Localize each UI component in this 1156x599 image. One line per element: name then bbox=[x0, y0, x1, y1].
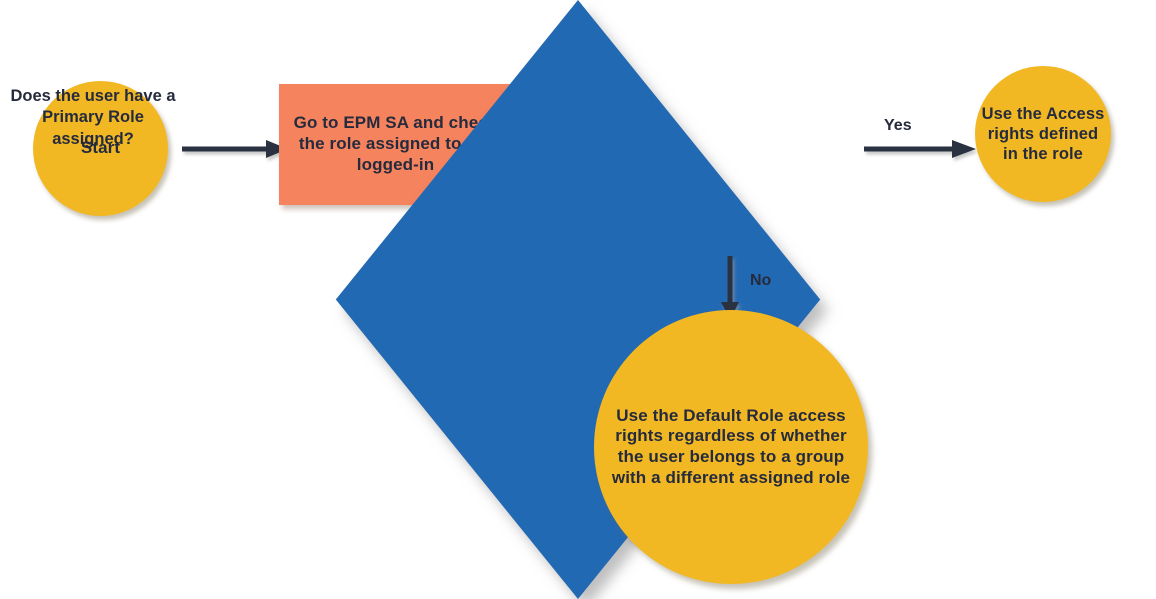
node-start-label: Start bbox=[80, 138, 121, 158]
node-no-outcome-default-role[interactable]: Use the Default Role access rights regar… bbox=[594, 310, 868, 584]
node-yes-outcome-access-rights[interactable]: Use the Access rights defined in the rol… bbox=[975, 66, 1111, 202]
node-no-outcome-label: Use the Default Role access rights regar… bbox=[611, 405, 851, 487]
node-decision-primary-role[interactable]: Does the user have a Primary Role assign… bbox=[0, 0, 821, 599]
node-process-check-role[interactable]: Go to EPM SA and check the role assigned… bbox=[279, 84, 512, 205]
edge-label-no: No bbox=[750, 272, 772, 289]
connector-decision-to-yes bbox=[862, 133, 988, 165]
node-start[interactable]: Start bbox=[33, 81, 168, 216]
node-decision-label-wrap: Does the user have a Primary Role assign… bbox=[0, 0, 186, 230]
edge-label-yes: Yes bbox=[884, 117, 912, 134]
connector-start-to-process bbox=[180, 133, 290, 165]
node-decision-label: Does the user have a Primary Role assign… bbox=[10, 87, 176, 148]
node-process-label: Go to EPM SA and check the role assigned… bbox=[293, 113, 498, 174]
node-yes-outcome-label: Use the Access rights defined in the rol… bbox=[981, 104, 1105, 164]
